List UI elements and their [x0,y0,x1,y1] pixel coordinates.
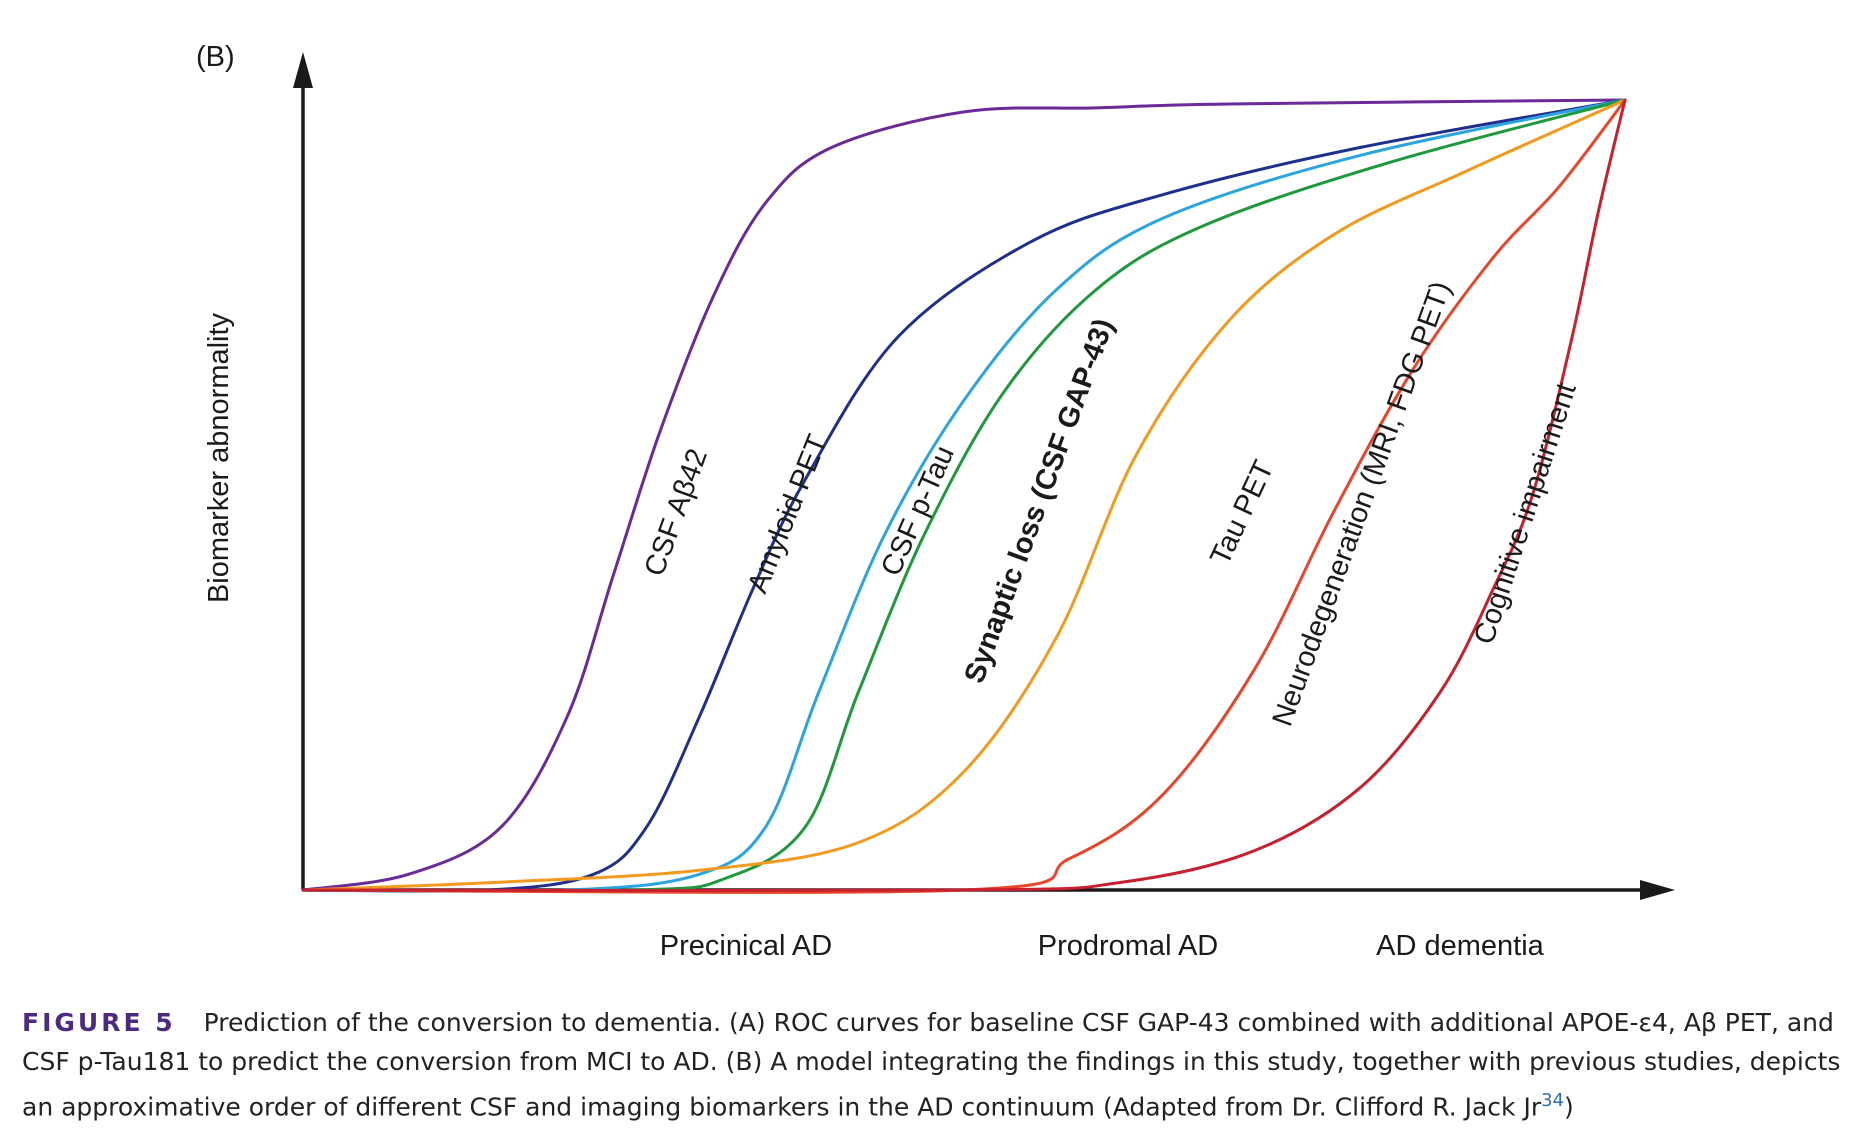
caption-reference-link[interactable]: 34 [1541,1090,1565,1111]
caption-text: Prediction of the conversion to dementia… [22,1008,1841,1122]
biomarker-chart: (B) Biomarker abnormality CSF Aβ42 Amylo… [196,41,1675,962]
curve-amyloid-pet [301,98,1627,893]
curve-label-amyloid-pet: Amyloid PET [742,430,835,598]
y-axis-title: Biomarker abnormality [203,312,235,603]
stage-label-prodromal: Prodromal AD [1038,930,1219,962]
curve-label-cognitive-impairment: Cognitive impairment [1468,379,1583,648]
curve-synaptic-loss-csf-gap-43 [301,98,1627,893]
figure-panel: (B) Biomarker abnormality CSF Aβ42 Amylo… [196,41,1675,962]
curve-label-neurodegeneration: Neurodegeneration (MRI, FDG PET) [1267,277,1458,730]
stage-label-dementia: AD dementia [1376,930,1545,962]
curve-label-tau-pet: Tau PET [1204,455,1280,570]
curve-label-csf-ptau: CSF p-Tau [875,441,961,581]
curve-csf-p-tau [301,98,1627,893]
caption-figure-label: FIGURE 5 [22,1008,176,1037]
curve-csf-a-42 [301,98,1627,892]
curve-label-synaptic-loss: Synaptic loss (CSF GAP-43) [959,315,1121,688]
curves-group [301,98,1627,894]
curve-cognitive-impairment [301,98,1627,893]
panel-label: (B) [196,41,235,73]
stage-label-preclinical: Precinical AD [660,930,832,962]
caption-closing: ) [1564,1092,1574,1122]
y-axis-arrowhead [293,52,313,88]
curve-tau-pet [301,98,1627,892]
x-axis-arrowhead [1640,880,1675,900]
